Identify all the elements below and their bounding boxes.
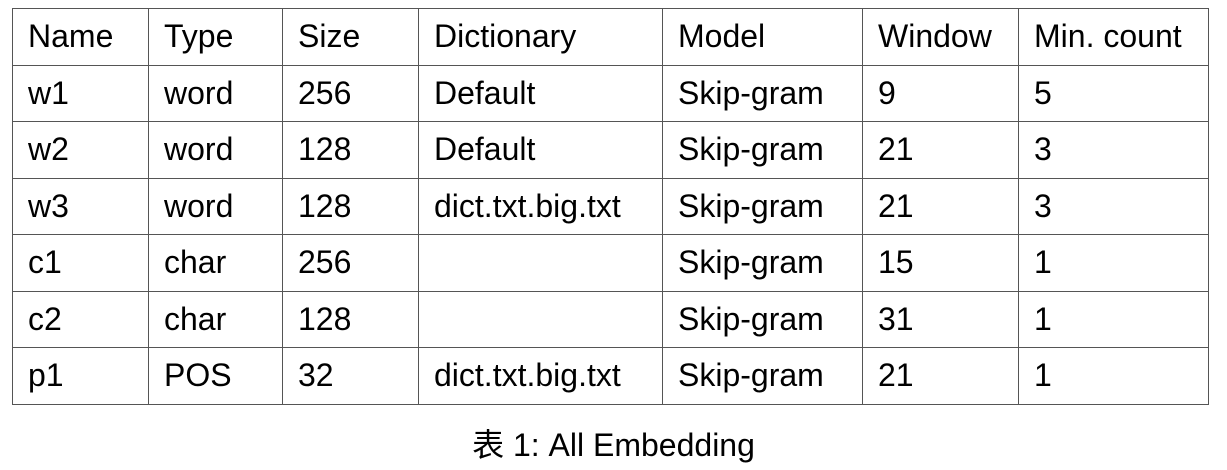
table-cell: 21 — [862, 177, 1019, 235]
header-cell: Type — [148, 8, 283, 66]
table-cell: 9 — [862, 64, 1019, 122]
table-cell: p1 — [12, 347, 149, 405]
table-cell: char — [148, 234, 283, 292]
table-cell: 15 — [862, 234, 1019, 292]
table-cell: c2 — [12, 290, 149, 348]
table-cell: c1 — [12, 234, 149, 292]
header-cell: Window — [862, 8, 1019, 66]
header-cell: Model — [662, 8, 863, 66]
table-cell: 5 — [1018, 64, 1209, 122]
table-cell: dict.txt.big.txt — [418, 177, 663, 235]
table-cell: POS — [148, 347, 283, 405]
table-cell: word — [148, 64, 283, 122]
table-cell: Skip-gram — [662, 121, 863, 179]
table-cell: dict.txt.big.txt — [418, 347, 663, 405]
table-cell: 256 — [282, 234, 419, 292]
header-cell: Dictionary — [418, 8, 663, 66]
table-cell: 1 — [1018, 347, 1209, 405]
table-cell: 256 — [282, 64, 419, 122]
table-cell: 31 — [862, 290, 1019, 348]
table-cell: Skip-gram — [662, 64, 863, 122]
table-row: w2 word 128 Default Skip-gram 21 3 — [12, 121, 1209, 179]
table-row: c1 char 256 Skip-gram 15 1 — [12, 234, 1209, 292]
table-row: c2 char 128 Skip-gram 31 1 — [12, 290, 1209, 348]
header-row: Name Type Size Dictionary Model Window M… — [12, 8, 1209, 66]
table-cell: Skip-gram — [662, 347, 863, 405]
header-cell: Name — [12, 8, 149, 66]
table-cell: 128 — [282, 177, 419, 235]
table-cell — [418, 234, 663, 292]
table-cell: 3 — [1018, 177, 1209, 235]
table-cell: w1 — [12, 64, 149, 122]
table-row: w3 word 128 dict.txt.big.txt Skip-gram 2… — [12, 177, 1209, 235]
table-cell: 128 — [282, 290, 419, 348]
table-cell: Default — [418, 121, 663, 179]
table-cell: 21 — [862, 121, 1019, 179]
table-cell: char — [148, 290, 283, 348]
table-cell: 21 — [862, 347, 1019, 405]
header-cell: Min. count — [1018, 8, 1209, 66]
table-cell: 128 — [282, 121, 419, 179]
table-cell: Skip-gram — [662, 290, 863, 348]
header-cell: Size — [282, 8, 419, 66]
table-row: w1 word 256 Default Skip-gram 9 5 — [12, 64, 1209, 122]
table-cell: 1 — [1018, 290, 1209, 348]
table-cell: Skip-gram — [662, 234, 863, 292]
table-cell — [418, 290, 663, 348]
table-cell: 32 — [282, 347, 419, 405]
embedding-table: Name Type Size Dictionary Model Window M… — [12, 8, 1209, 405]
table-cell: word — [148, 177, 283, 235]
table-cell: 3 — [1018, 121, 1209, 179]
table-cell: w3 — [12, 177, 149, 235]
table-row: p1 POS 32 dict.txt.big.txt Skip-gram 21 … — [12, 347, 1209, 405]
table-cell: w2 — [12, 121, 149, 179]
table-cell: word — [148, 121, 283, 179]
table-cell: 1 — [1018, 234, 1209, 292]
table-caption: 表 1: All Embedding — [472, 427, 755, 463]
table-cell: Default — [418, 64, 663, 122]
table-cell: Skip-gram — [662, 177, 863, 235]
